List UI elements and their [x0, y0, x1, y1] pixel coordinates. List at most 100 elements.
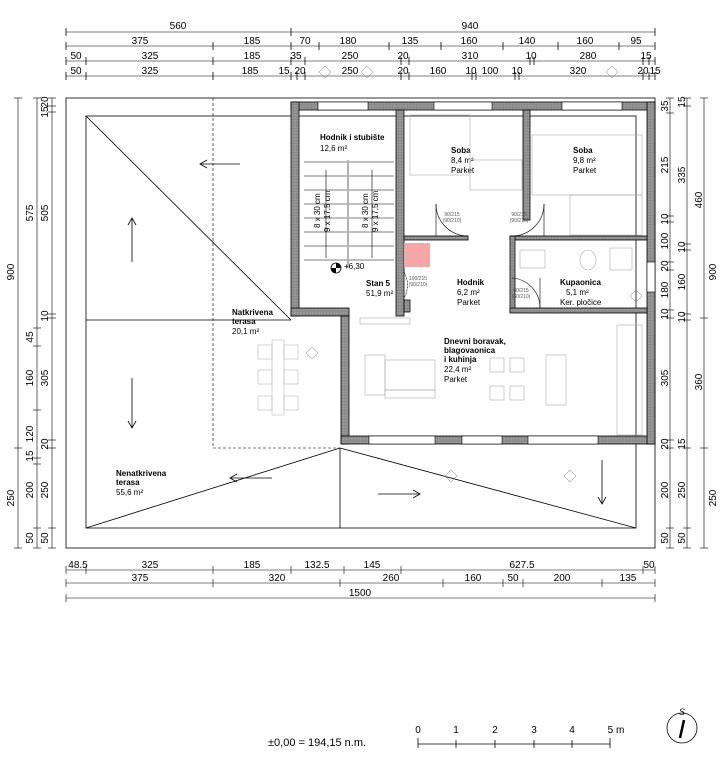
dim-top-3: 35 [290, 51, 302, 62]
dim-top-4: 15 [278, 66, 290, 77]
dim-right-inner: 215 [660, 156, 671, 173]
dnevni-floor: Parket [444, 375, 468, 384]
dim-right-inner: 35 [660, 100, 671, 112]
dnevni-name2: blagovaonica [444, 346, 496, 355]
dim-top-4: 20 [397, 66, 409, 77]
level-marker-icon [330, 262, 342, 274]
dim-top-4: 20 [294, 66, 306, 77]
dim-bottom-2: 200 [554, 573, 571, 584]
scale-3: 3 [531, 725, 537, 736]
kupaonica-floor: Ker. pločice [560, 298, 602, 307]
dim-bottom-1: 185 [244, 560, 261, 571]
dim-top-1a: 560 [170, 21, 187, 32]
dim-left-mid: 50 [25, 532, 36, 544]
dim-bottom-2: 375 [132, 573, 149, 584]
dim-top-3: 20 [397, 51, 409, 62]
dim-right-mid: 10 [677, 311, 688, 323]
dim-bottom-2: 320 [269, 573, 286, 584]
door3-label: 100/215 [409, 276, 427, 282]
dim-right-outer: 360 [694, 373, 705, 390]
dim-top-3: 250 [342, 51, 359, 62]
stair-run2: 8 x 30 cm [361, 193, 370, 228]
stair-rise2: 9 x 17,5 cm [371, 190, 380, 232]
dim-left-inner: 50 [40, 532, 51, 544]
hodnik-name: Hodnik [457, 278, 485, 287]
dim-right-inner: 20 [660, 260, 671, 272]
door2-label: 90/215 [511, 212, 527, 218]
terrace-outline [65, 97, 656, 549]
dim-top-4: 160 [430, 66, 447, 77]
dim-left-inner: 305 [40, 369, 51, 386]
section-markers [305, 65, 643, 483]
dim-top-2: 140 [519, 36, 536, 47]
stan-area: 51,9 m² [366, 289, 393, 298]
dim-top-3: 325 [142, 51, 159, 62]
hodnik-area: 6,2 m² [457, 288, 480, 297]
doors [403, 203, 545, 309]
dim-top-2: 180 [340, 36, 357, 47]
bottom-dimensions [65, 566, 656, 602]
door1-label: 90/215 [444, 212, 460, 218]
stair-rise1: 9 x 17,5 cm [323, 190, 332, 232]
dim-top-3: 15 [640, 51, 652, 62]
dim-right-mid: 10 [677, 241, 688, 253]
dim-bottom-2: 50 [507, 573, 519, 584]
door4-label-b: (80/210) [512, 294, 531, 300]
dim-right-mid: 15 [677, 438, 688, 450]
dim-top-3: 310 [462, 51, 479, 62]
kupaonica-name: Kupaonica [560, 278, 601, 287]
natkrivena-name1: Natkrivena [232, 308, 273, 317]
dim-top-2: 95 [630, 36, 642, 47]
scale-bar [417, 738, 611, 748]
dim-left-mid: 160 [25, 369, 36, 386]
natkrivena-name2: terasa [232, 317, 256, 326]
dim-right-inner: 50 [660, 532, 671, 544]
furniture [359, 114, 643, 436]
dim-left-inner: 20 [40, 438, 51, 450]
dim-right-mid: 250 [677, 481, 688, 498]
north-arrow-icon [666, 712, 698, 744]
door4-label: 80/215 [513, 288, 529, 294]
dim-top-2: 160 [461, 36, 478, 47]
hodnik-stubiste-area: 12,6 m² [320, 144, 347, 153]
dnevni-area: 22,4 m² [444, 365, 471, 374]
left-dimensions [14, 97, 56, 549]
terrace-dashed [212, 98, 340, 449]
hodnik-floor: Parket [457, 298, 481, 307]
dim-right-mid: 50 [677, 532, 688, 544]
dim-left-inner: 20 [40, 96, 51, 108]
slope-arrows [127, 159, 607, 505]
dim-top-4: 320 [570, 66, 587, 77]
dim-left-inner: 250 [40, 481, 51, 498]
dim-top-4: 10 [465, 66, 477, 77]
soba2-area: 9,8 m² [573, 156, 596, 165]
scale-2: 2 [492, 725, 498, 736]
dim-bottom-total: 1500 [349, 588, 372, 599]
natkrivena-area: 20,1 m² [232, 327, 259, 336]
dim-bottom-1: 325 [142, 560, 159, 571]
soba1-area: 8,4 m² [451, 156, 474, 165]
dim-left-mid: 15 [25, 450, 36, 462]
dim-right-inner: 100 [660, 232, 671, 249]
dnevni-name3: i kuhinja [444, 355, 477, 364]
elevation-note: ±0,00 = 194,15 n.m. [268, 737, 366, 749]
walls [290, 101, 656, 445]
soba1-floor: Parket [451, 166, 475, 175]
dim-top-3: 50 [70, 51, 82, 62]
dim-left-inner: 10 [40, 310, 51, 322]
scale-1: 1 [453, 725, 459, 736]
dim-right-inner: 20 [660, 438, 671, 450]
dim-right-inner: 180 [660, 281, 671, 298]
dim-right-outer: 460 [694, 191, 705, 208]
dim-top-3: 10 [525, 51, 537, 62]
dim-bottom-2: 160 [465, 573, 482, 584]
dim-bottom-1: 145 [364, 560, 381, 571]
terrace-furniture [257, 339, 299, 416]
windows-top [317, 101, 656, 445]
right-dimensions [666, 97, 708, 549]
dim-top-4: 15 [649, 66, 661, 77]
dim-top-4: 50 [70, 66, 82, 77]
door1-label-b: (90/210) [443, 218, 462, 224]
dim-top-2: 160 [577, 36, 594, 47]
